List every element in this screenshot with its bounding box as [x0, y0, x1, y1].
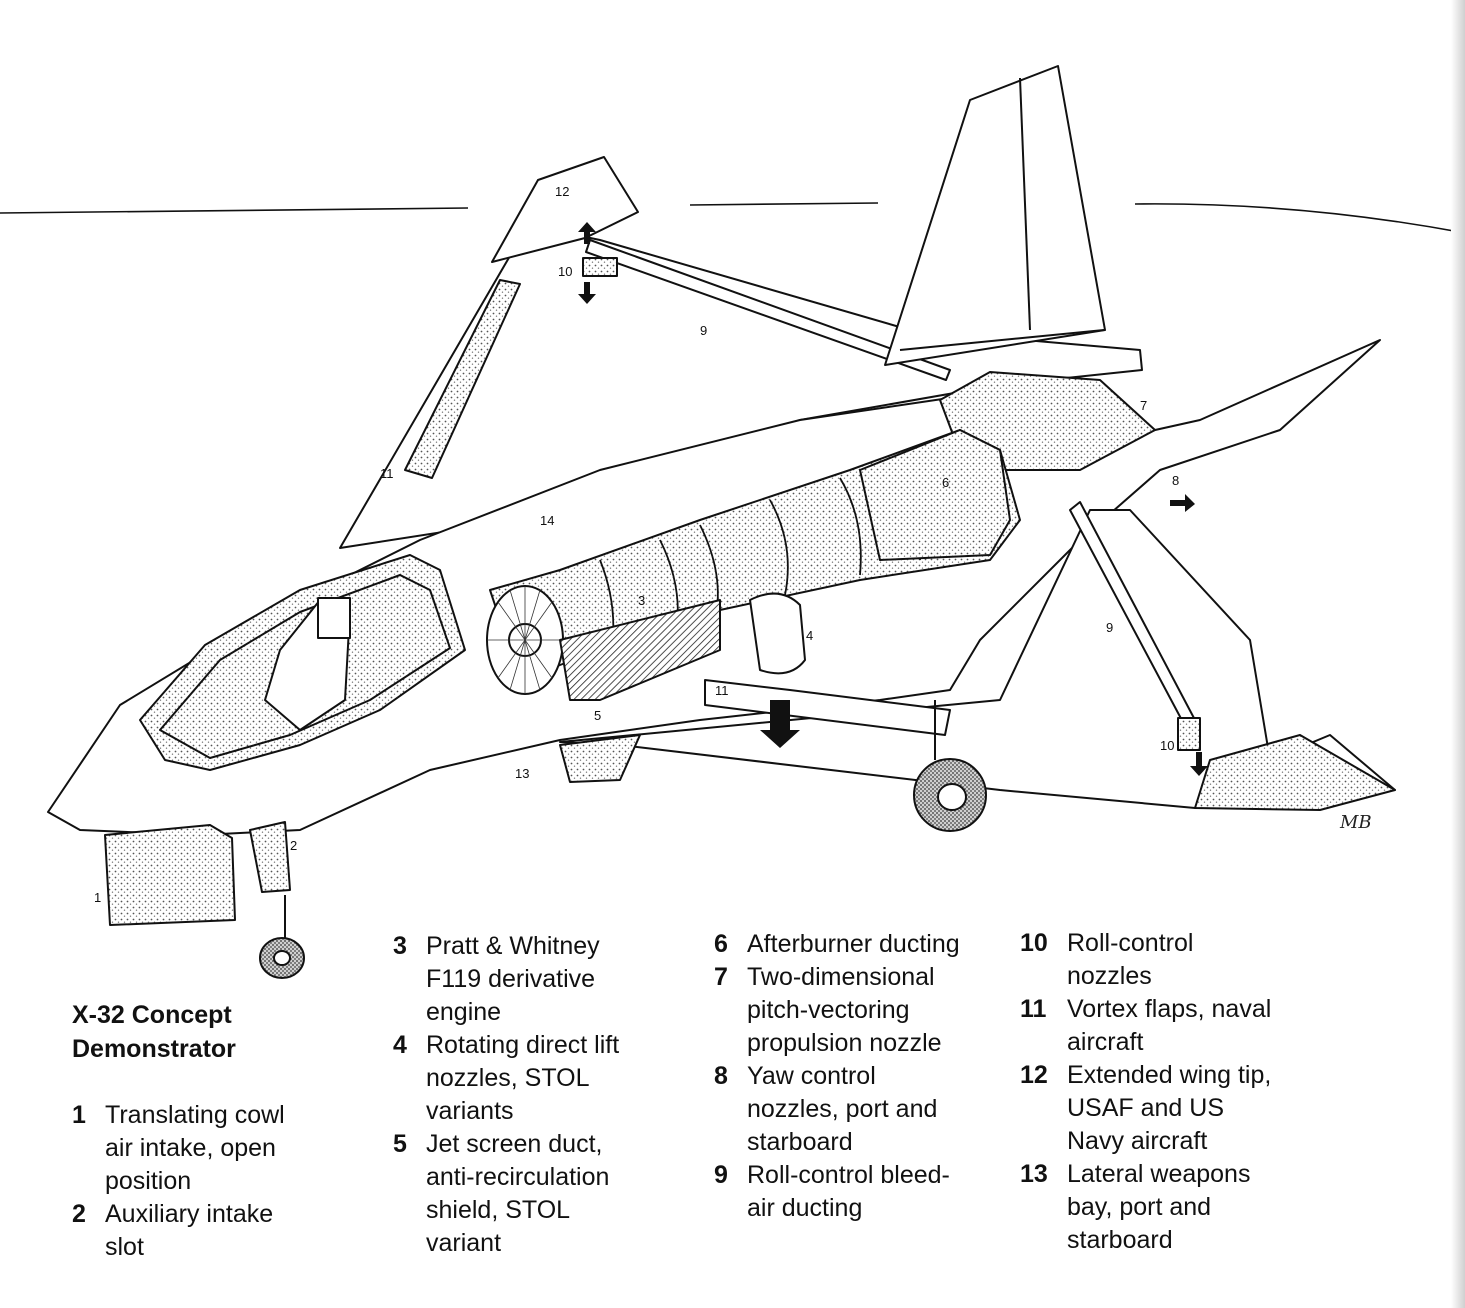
callout-4: 4 [806, 628, 813, 643]
roll-nozzle-top [582, 257, 618, 277]
callout-11b: 11 [715, 683, 729, 698]
key-item-3: 3 Pratt & Whitney F119 derivative engine [393, 932, 600, 1026]
key-item-12: 12 Extended wing tip, USAF and US Navy a… [1020, 1061, 1272, 1155]
afterburner-duct [859, 429, 1011, 561]
callout-10b: 10 [1160, 738, 1174, 753]
aircraft-outline [47, 65, 1396, 979]
callout-7: 7 [1140, 398, 1147, 413]
callout-9a: 9 [700, 323, 707, 338]
roll-nozzle-right [1177, 717, 1201, 751]
callout-6: 6 [942, 475, 949, 490]
port-vortex-flap [404, 279, 521, 479]
key-item-10: 10 Roll-control nozzles [1020, 929, 1194, 990]
weapons-bay [559, 734, 641, 783]
title-line-2: Demonstrator [72, 1035, 236, 1063]
extended-wing-tip [491, 156, 639, 263]
callout-13: 13 [515, 766, 529, 781]
key-item-7: 7 Two-dimensional pitch-vectoring propul… [714, 963, 942, 1057]
key-item-11: 11 Vortex flaps, naval aircraft [1020, 995, 1272, 1056]
key-item-13: 13 Lateral weapons bay, port and starboa… [1020, 1160, 1251, 1254]
intake-cowl [104, 824, 236, 926]
key-item-8: 8 Yaw control nozzles, port and starboar… [714, 1062, 938, 1156]
callout-9b: 9 [1106, 620, 1113, 635]
diagram-title: X-32 Concept Demonstrator [72, 998, 236, 1066]
starboard-vortex-flap [704, 679, 951, 736]
artist-signature: MB [1339, 812, 1372, 833]
key-column-2: 3 Pratt & Whitney F119 derivative engine… [393, 930, 633, 1260]
key-item-6: 6 Afterburner ducting [714, 930, 960, 958]
lift-nozzle-elbow [749, 592, 806, 675]
key-item-2: 2 Auxiliary intake slot [72, 1200, 274, 1261]
roll-duct-top [585, 239, 951, 381]
key-column-4: 10 Roll-control nozzles 11 Vortex flaps,… [1020, 927, 1280, 1257]
key-item-1: 1 Translating cowl air intake, open posi… [72, 1101, 285, 1195]
vertical-tail [884, 65, 1106, 366]
callout-1: 1 [94, 890, 101, 905]
callout-12: 12 [555, 184, 569, 199]
callout-10a: 10 [558, 264, 572, 279]
key-column-1: 1 Translating cowl air intake, open posi… [72, 1099, 312, 1264]
key-item-4: 4 Rotating direct lift nozzles, STOL var… [393, 1031, 620, 1125]
callout-5: 5 [594, 708, 601, 723]
title-line-1: X-32 Concept [72, 1001, 232, 1029]
callout-labels: 1 2 3 4 5 6 7 8 9 9 10 10 11 11 12 13 14 [94, 184, 1179, 905]
jet-screen-duct [559, 599, 721, 701]
callout-11a: 11 [380, 466, 394, 481]
callout-8: 8 [1172, 473, 1179, 488]
horizon-lines [0, 202, 1465, 234]
callout-3: 3 [638, 593, 645, 608]
lift-arrows [578, 222, 1208, 776]
key-item-9: 9 Roll-control bleed-air ducting [714, 1161, 950, 1222]
key-item-5: 5 Jet screen duct, anti-recirculation sh… [393, 1130, 610, 1257]
callout-2: 2 [290, 838, 297, 853]
starboard-wingtip [1194, 734, 1396, 811]
callout-14: 14 [540, 513, 554, 528]
page-edge-shadow [1451, 0, 1465, 1308]
key-column-3: 6 Afterburner ducting 7 Two-dimensional … [714, 928, 964, 1225]
